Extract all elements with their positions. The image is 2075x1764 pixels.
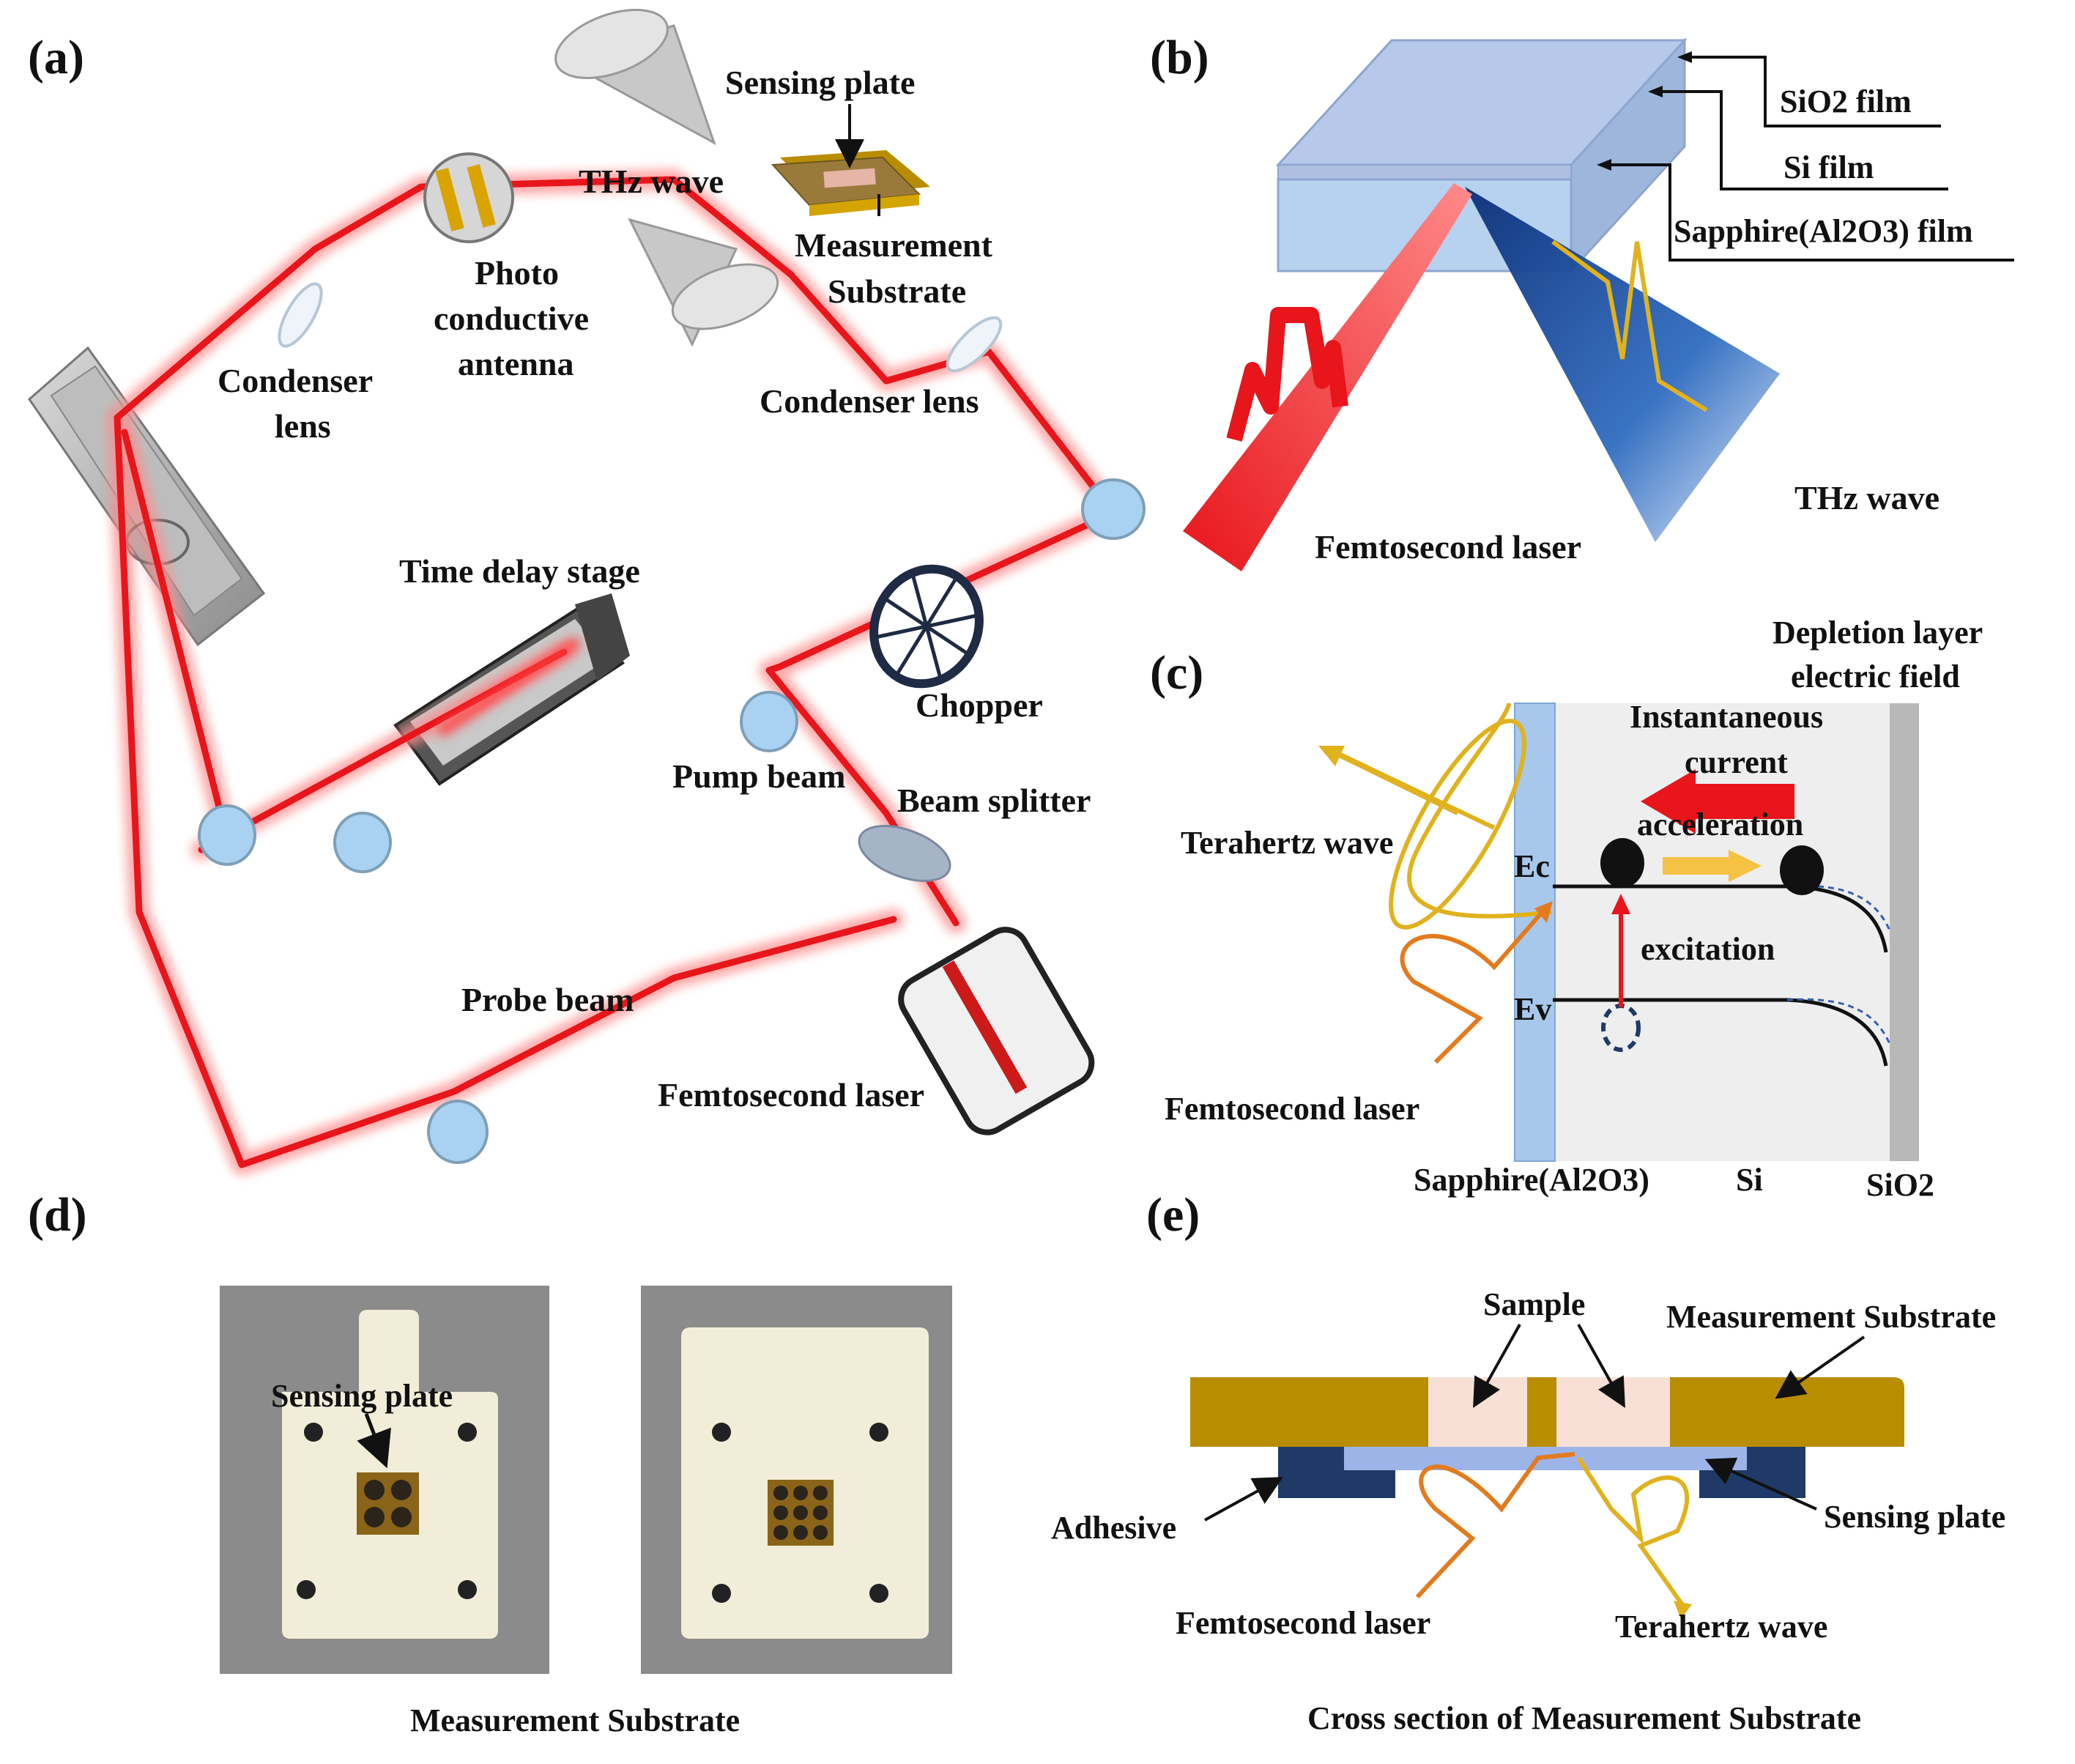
label-current: current (1685, 744, 1788, 780)
chopper (869, 564, 984, 689)
electron (1600, 838, 1644, 888)
sio2-layer (1890, 703, 1919, 1161)
mirrors (198, 478, 1146, 1164)
label-si-film: Si film (1783, 149, 1874, 185)
mirror (740, 691, 798, 752)
mirror (198, 804, 256, 866)
label-depletion-2: electric field (1791, 659, 1960, 694)
label-femtosecond-laser-c: Femtosecond laser (1165, 1091, 1419, 1127)
panel-e: (e) Sample Measurement Substrate Adhesiv… (1051, 1188, 2005, 1736)
label-pump-beam: Pump beam (672, 757, 845, 795)
label-measurement-substrate-e: Measurement Substrate (1666, 1299, 1996, 1335)
label-terahertz-wave-e: Terahertz wave (1615, 1609, 1827, 1645)
layer-stack (1275, 37, 1688, 274)
sapphire-layer (1514, 703, 1556, 1162)
caption-e: Cross section of Measurement Substrate (1307, 1700, 1861, 1736)
label-condenser-right: Condenser lens (760, 382, 979, 420)
label-adhesive: Adhesive (1051, 1510, 1176, 1546)
label-sample: Sample (1483, 1286, 1585, 1322)
label-sensing-plate-d: Sensing plate (271, 1378, 453, 1414)
label-probe-beam: Probe beam (461, 981, 634, 1018)
femtosecond-laser-source (898, 927, 1095, 1135)
label-instantaneous: Instantaneous (1630, 699, 1823, 735)
mirror (333, 812, 392, 873)
label-beam-splitter: Beam splitter (897, 782, 1091, 819)
panel-d: (d) Sensing plate (28, 1188, 952, 1738)
condenser-lens-right (946, 316, 1003, 373)
label-sio2-film: SiO2 film (1780, 84, 1912, 119)
panel-c-tag: (c) (1150, 646, 1203, 700)
panel-b: (b) SiO2 film Si film Sapphire(Al2O3) fi… (1150, 31, 2014, 571)
electron (1780, 845, 1824, 895)
label-acceleration: acceleration (1637, 807, 1803, 842)
femtosecond-pulse-e (1415, 1452, 1575, 1599)
label-photo: Photo (475, 254, 559, 292)
panel-d-tag: (d) (28, 1188, 87, 1242)
sample-left (1428, 1377, 1527, 1447)
label-si-c: Si (1736, 1162, 1763, 1198)
label-sio2-c: SiO2 (1866, 1167, 1934, 1203)
substrate-divider (1527, 1377, 1556, 1447)
measurement-substrate-3d (771, 150, 930, 216)
label-conductive: conductive (434, 300, 589, 337)
substrate-left (1190, 1377, 1428, 1447)
panel-b-tag: (b) (1150, 31, 1209, 84)
label-sapphire-c: Sapphire(Al2O3) (1414, 1162, 1649, 1198)
si-region (1553, 703, 1890, 1161)
label-ev: Ev (1514, 991, 1551, 1027)
label-femtosecond-laser-a: Femtosecond laser (658, 1076, 924, 1113)
label-sensing-plate: Sensing plate (725, 64, 915, 101)
label-depletion-1: Depletion layer (1773, 615, 1983, 651)
label-sapphire-film: Sapphire(Al2O3) film (1674, 213, 1973, 249)
mirror (427, 1100, 489, 1164)
panel-e-tag: (e) (1146, 1188, 1200, 1242)
label-femtosecond-laser-b: Femtosecond laser (1315, 528, 1581, 566)
label-sensing-plate-e: Sensing plate (1824, 1499, 2005, 1535)
mirror (1081, 478, 1146, 540)
label-antenna: antenna (458, 345, 573, 382)
label-chopper: Chopper (916, 686, 1043, 724)
label-condenser-left-1: Condenser (218, 362, 373, 399)
panel-c: (c) Depletion layer electric field Insta… (1150, 615, 1983, 1203)
photoconductive-antenna (423, 152, 514, 243)
caption-d: Measurement Substrate (410, 1702, 740, 1738)
panel-a: (a) (28, 9, 1146, 1175)
femtosecond-pulse-c (1400, 907, 1548, 1064)
label-thz-wave-b: THz wave (1794, 479, 1939, 516)
label-thz-wave-a: THz wave (579, 163, 724, 200)
thz-cone (1465, 187, 1780, 542)
substrate-photo-left (220, 1286, 549, 1674)
terahertz-wave-e (1576, 1456, 1689, 1609)
label-measurement: Measurement (795, 226, 993, 264)
condenser-lens-left (278, 282, 323, 348)
label-substrate: Substrate (828, 273, 966, 310)
label-ec: Ec (1514, 848, 1550, 884)
label-excitation: excitation (1641, 931, 1775, 967)
thz-horn (554, 9, 779, 347)
beam-splitter (858, 825, 951, 882)
substrate-right (1670, 1377, 1904, 1447)
label-time-delay-stage: Time delay stage (399, 552, 640, 590)
laser-pulse-b (1226, 307, 1348, 442)
label-terahertz-wave-c: Terahertz wave (1181, 825, 1393, 861)
valence-band (1553, 998, 1888, 1067)
label-femtosecond-laser-e: Femtosecond laser (1176, 1605, 1430, 1641)
substrate-photo-right (641, 1286, 952, 1674)
thz-pulse-b (1551, 240, 1708, 412)
panel-a-tag: (a) (28, 31, 84, 84)
label-condenser-left-2: lens (275, 407, 331, 445)
